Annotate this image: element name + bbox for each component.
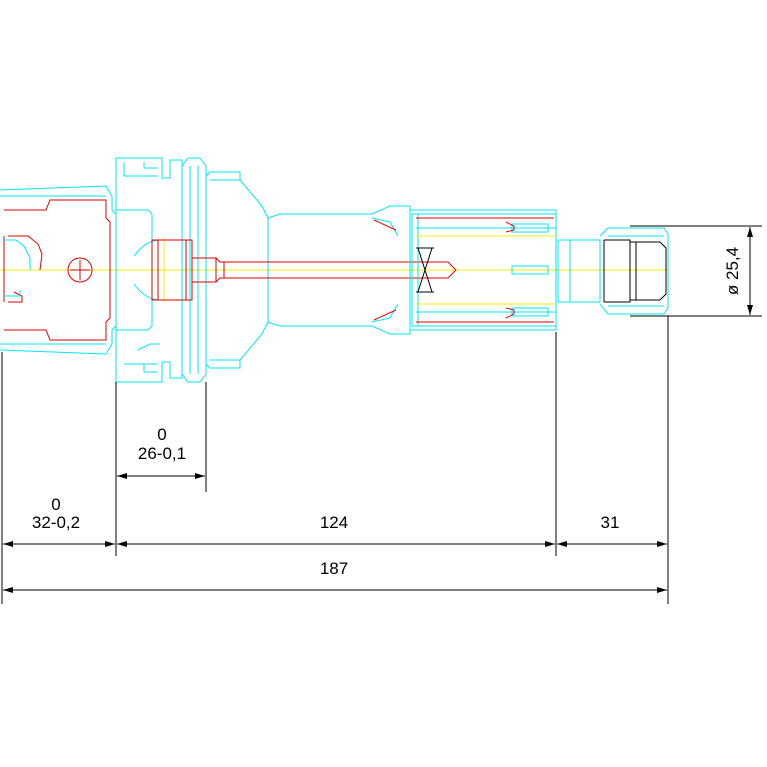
dim-hsk-tolerance: 0 [51, 495, 60, 514]
hsk-shank [3, 199, 111, 341]
center-line [0, 238, 668, 302]
dim-total-length: 187 [3, 559, 667, 593]
tool-bit [603, 239, 667, 303]
dim-hsk-length: 0 32-0,2 [3, 495, 115, 547]
extension-details [373, 217, 554, 323]
dim-tool-diameter: ø 25,4 [723, 227, 753, 315]
extension-body [267, 205, 557, 335]
dim-flange-tolerance: 0 [157, 425, 166, 444]
flange-rings [181, 157, 269, 383]
dim-total-value: 187 [320, 559, 348, 578]
dim-extension-length: 124 [117, 513, 555, 547]
dim-diameter-value: ø 25,4 [723, 247, 742, 295]
nose [557, 227, 669, 315]
dim-tool-length: 31 [557, 513, 667, 547]
extension-centerline [416, 235, 556, 305]
dim-tool-value: 31 [601, 513, 620, 532]
cross-mark [416, 247, 434, 293]
pull-rod [151, 239, 457, 301]
dim-hsk-value: 32-0,2 [32, 513, 80, 532]
dim-flange-value: 26-0,1 [138, 444, 186, 463]
dim-flange-length: 0 26-0,1 [117, 425, 205, 479]
extension-lines [1, 225, 762, 604]
dim-extension-value: 124 [320, 513, 348, 532]
